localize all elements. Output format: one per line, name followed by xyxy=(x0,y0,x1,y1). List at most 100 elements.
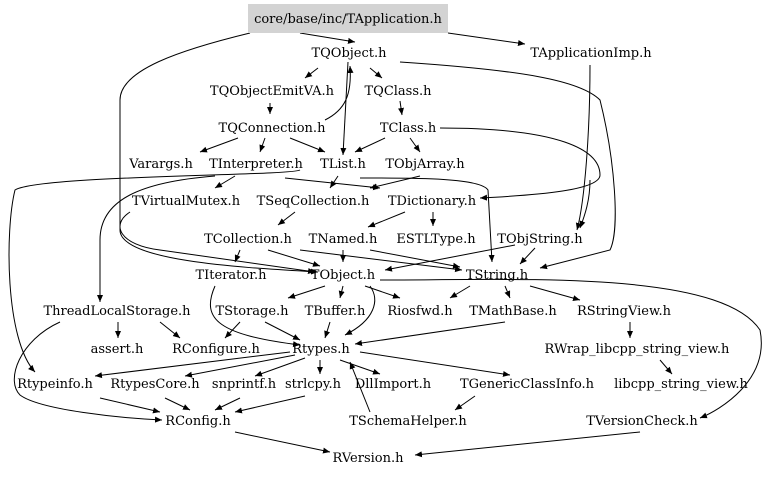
node-rstringview[interactable]: RStringView.h xyxy=(577,304,672,319)
node-tcollection[interactable]: TCollection.h xyxy=(204,232,292,247)
node-libcpp[interactable]: libcpp_string_view.h xyxy=(614,377,748,392)
node-rwrap[interactable]: RWrap_libcpp_string_view.h xyxy=(545,342,731,357)
node-tmathbase[interactable]: TMathBase.h xyxy=(469,304,557,319)
edge-tinterpreter-threadlocalstorage xyxy=(97,175,216,302)
edge-tstring-rstringview xyxy=(529,285,581,302)
edge-tclass-tlist xyxy=(354,137,386,153)
edge-threadlocalstorage-rconfig xyxy=(13,321,163,423)
edge-tclass-tobjarray xyxy=(409,137,421,153)
edge-tqobject-tqclass xyxy=(369,67,383,79)
edge-rtypeinfo-rconfig xyxy=(99,397,161,414)
node-root[interactable]: core/base/inc/TApplication.h xyxy=(254,12,442,27)
edge-tqobject-tlist xyxy=(340,61,349,156)
edge-tgenericclassinfo-tschemahelper xyxy=(454,395,476,411)
edge-rtypes-rtypeinfo xyxy=(94,351,291,379)
node-tlist[interactable]: TList.h xyxy=(320,157,366,172)
edge-tqclass-tclass xyxy=(398,100,404,116)
edge-tversioncheck-rversion xyxy=(414,431,641,458)
edges xyxy=(8,32,762,458)
edge-tcollection-tstring xyxy=(299,249,463,273)
edge-tqconnection-tinterpreter xyxy=(259,137,266,153)
edge-rtypes-dllimport xyxy=(339,359,381,375)
edge-tstorage-rconfigure xyxy=(224,321,241,339)
node-threadlocalstorage[interactable]: ThreadLocalStorage.h xyxy=(43,304,191,319)
node-tqobjectemitva[interactable]: TQObjectEmitVA.h xyxy=(210,84,335,99)
edge-tobject-rtypes xyxy=(344,285,376,336)
node-tqobject[interactable]: TQObject.h xyxy=(311,46,387,61)
node-strlcpy[interactable]: strlcpy.h xyxy=(285,377,342,392)
edge-tclass-tdictionary xyxy=(439,127,601,201)
edge-snprintf-rconfig xyxy=(214,397,241,411)
node-assert[interactable]: assert.h xyxy=(91,342,144,357)
node-tqclass[interactable]: TQClass.h xyxy=(364,84,432,99)
edge-tobject-riosfwd xyxy=(364,285,401,299)
node-tvirtualmutex[interactable]: TVirtualMutex.h xyxy=(132,194,241,209)
edge-tqobject-tstring xyxy=(399,61,616,270)
edge-strlcpy-rconfig xyxy=(234,395,306,414)
node-rtypescore[interactable]: RtypesCore.h xyxy=(110,377,200,392)
node-tobjstring[interactable]: TObjString.h xyxy=(497,232,583,247)
edge-tstring-riosfwd xyxy=(449,285,471,299)
node-tgenericclassinfo[interactable]: TGenericClassInfo.h xyxy=(460,377,595,392)
edge-tinterpreter-tvirtualmutex xyxy=(214,175,236,189)
edge-rtypes-snprintf xyxy=(254,357,306,377)
edge-tcollection-titerator xyxy=(234,249,241,263)
edge-rconfig-rversion xyxy=(234,431,331,454)
node-tschemahelper[interactable]: TSchemaHelper.h xyxy=(349,414,467,429)
edge-tobject-tbuffer xyxy=(338,285,345,299)
node-tversioncheck[interactable]: TVersionCheck.h xyxy=(586,414,698,429)
root-node-box xyxy=(248,4,448,33)
node-rversion[interactable]: RVersion.h xyxy=(333,451,405,466)
node-estltype[interactable]: ESTLType.h xyxy=(396,232,476,247)
edge-tlist-tstring xyxy=(359,177,495,263)
edge-tbuffer-rtypes xyxy=(324,321,331,339)
edge-tqconnection-tqobject xyxy=(324,65,354,121)
node-tbuffer[interactable]: TBuffer.h xyxy=(305,304,366,319)
edge-tclass-tobjstring xyxy=(579,179,591,229)
edge-tlist-tseqcollection xyxy=(329,175,339,189)
node-tnamed[interactable]: TNamed.h xyxy=(309,232,378,247)
node-tstorage[interactable]: TStorage.h xyxy=(215,304,289,319)
node-rconfigure[interactable]: RConfigure.h xyxy=(172,342,260,357)
node-rtypeinfo[interactable]: Rtypeinfo.h xyxy=(17,377,93,392)
edge-tinterpreter-rtypeinfo xyxy=(8,169,301,373)
edge-tinterpreter-tdictionary xyxy=(284,177,381,191)
edge-tstring-tmathbase xyxy=(504,285,511,299)
node-titerator[interactable]: TIterator.h xyxy=(195,268,267,283)
node-tclass[interactable]: TClass.h xyxy=(380,121,437,136)
node-tapplicationimp[interactable]: TApplicationImp.h xyxy=(530,46,652,61)
node-tqconnection[interactable]: TQConnection.h xyxy=(219,121,327,136)
node-tobject[interactable]: TObject.h xyxy=(311,268,376,283)
edge-tschemahelper-rtypes xyxy=(349,361,371,413)
edge-tobject-tversioncheck xyxy=(379,278,762,419)
edge-tseqcollection-tcollection xyxy=(277,211,296,226)
node-tobjarray[interactable]: TObjArray.h xyxy=(385,157,465,172)
node-tseqcollection[interactable]: TSeqCollection.h xyxy=(257,194,370,209)
edge-tqconnection-tlist xyxy=(289,137,326,153)
node-tdictionary[interactable]: TDictionary.h xyxy=(388,194,477,209)
node-dllimport[interactable]: DllImport.h xyxy=(355,377,432,392)
node-snprintf[interactable]: snprintf.h xyxy=(212,377,277,392)
edge-root-tapplicationimp xyxy=(447,32,526,46)
edge-titerator-rtypes xyxy=(210,285,301,348)
node-tinterpreter[interactable]: TInterpreter.h xyxy=(209,157,303,172)
edge-tstorage-rtypes xyxy=(264,321,301,341)
node-varargs[interactable]: Varargs.h xyxy=(128,157,193,172)
edge-root-tobject xyxy=(119,32,319,275)
edge-root-tqobject xyxy=(299,32,356,44)
node-tstring[interactable]: TString.h xyxy=(466,268,529,283)
edge-tobjstring-tobject xyxy=(384,244,516,272)
node-riosfwd[interactable]: Riosfwd.h xyxy=(387,304,453,319)
edge-tobject-tstorage xyxy=(287,285,326,299)
edge-rtypescore-rconfig xyxy=(164,397,191,411)
edge-tvirtualmutex-tobject xyxy=(119,211,316,274)
edge-threadlocalstorage-rconfigure xyxy=(159,321,181,339)
edge-tmathbase-rtypes xyxy=(354,321,506,346)
node-rtypes[interactable]: Rtypes.h xyxy=(292,342,350,357)
edge-tdictionary-tnamed xyxy=(367,211,406,228)
edge-rwrap-libcpp xyxy=(659,359,673,375)
node-rconfig[interactable]: RConfig.h xyxy=(165,414,231,429)
edge-tapplicationimp-tobjstring xyxy=(575,64,591,231)
edge-rtypes-rtypescore xyxy=(184,354,296,378)
